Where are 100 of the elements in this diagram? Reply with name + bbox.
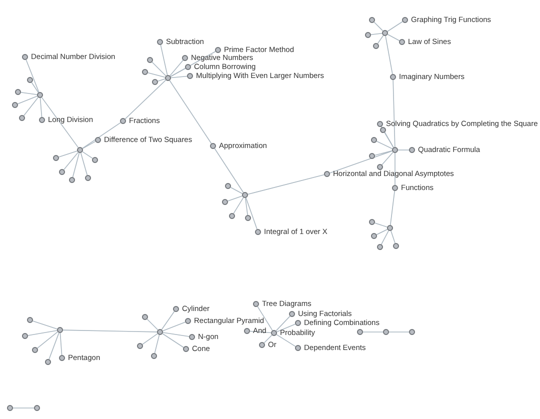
connector-line: [276, 324, 296, 332]
topic-node: [271, 328, 316, 338]
node-circle: [142, 69, 148, 75]
node-circle: [137, 343, 143, 349]
topic-node: [22, 52, 116, 62]
node-circle: [377, 164, 383, 170]
connector-line: [80, 152, 88, 176]
connector-line: [161, 311, 175, 330]
topic-node: [120, 116, 160, 126]
node-circle: [7, 405, 13, 411]
connector-line: [82, 141, 96, 149]
connector-line: [162, 332, 190, 337]
node-circle: [365, 32, 371, 38]
topic-node: [402, 15, 492, 25]
topic-node: [210, 141, 267, 151]
connector-line: [48, 332, 60, 360]
node-circle: [19, 115, 25, 121]
node-circle: [409, 329, 415, 335]
node-circle: [37, 92, 43, 98]
topic-node: [187, 71, 324, 81]
connector-line: [377, 35, 384, 44]
node-circle: [380, 127, 386, 133]
connector-line: [162, 322, 186, 332]
topic-node: [95, 135, 192, 145]
node-circle: [369, 153, 375, 159]
connector-line: [20, 92, 38, 95]
connector-line: [394, 152, 396, 186]
node-circle: [165, 75, 171, 81]
connector-line: [244, 198, 248, 216]
topic-node: [399, 37, 451, 47]
node-circle: [157, 329, 163, 335]
connector-line: [82, 122, 121, 149]
node-circle: [27, 317, 33, 323]
connector-line: [157, 78, 166, 82]
node-circle: [92, 157, 98, 163]
node-circle: [59, 169, 65, 175]
topic-node: [409, 145, 480, 155]
topic-node: [377, 119, 538, 129]
node-circle: [382, 30, 388, 36]
connector-line: [230, 187, 243, 194]
node-circle: [12, 102, 18, 108]
topic-node: [324, 169, 454, 179]
connector-line: [28, 330, 58, 336]
topic-node: [295, 318, 380, 328]
connector-line: [381, 126, 394, 148]
connector-line: [390, 230, 396, 244]
connector-line: [374, 150, 392, 156]
node-circle: [57, 327, 63, 333]
connector-line: [214, 148, 244, 193]
connector-line: [276, 316, 290, 332]
topic-node: [392, 183, 434, 193]
connector-line: [390, 190, 396, 226]
connector-line: [246, 197, 258, 230]
connector-line: [387, 34, 400, 41]
topic-node: [157, 37, 204, 47]
node-circle: [53, 155, 59, 161]
node-circle: [85, 175, 91, 181]
connector-line: [62, 330, 158, 332]
connector-line: [124, 80, 166, 120]
node-circle: [373, 43, 379, 49]
node-circle: [77, 147, 83, 153]
connector-line: [392, 80, 396, 148]
node-circle: [357, 329, 363, 335]
topic-node: [215, 45, 294, 55]
connector-line: [160, 44, 168, 76]
connector-line: [170, 68, 186, 77]
connector-line: [148, 72, 166, 78]
connector-line: [58, 150, 78, 158]
connector-line: [170, 76, 188, 78]
node-circle: [147, 57, 153, 63]
topic-node: [295, 343, 366, 353]
topic-node: [182, 53, 254, 63]
node-circle: [383, 329, 389, 335]
connector-line: [169, 80, 212, 144]
node-circle: [229, 213, 235, 219]
topic-node: [39, 115, 94, 125]
connector-line: [142, 333, 158, 345]
connector-line: [370, 32, 382, 36]
node-circle: [387, 225, 393, 231]
node-circle: [27, 77, 33, 83]
topic-node: [59, 353, 100, 363]
topic-node: [185, 316, 264, 326]
node-circle: [222, 199, 228, 205]
connector-line: [257, 306, 273, 331]
node-circle: [152, 79, 158, 85]
topic-node: [189, 332, 218, 342]
connector-line: [381, 230, 389, 245]
node-circle: [371, 233, 377, 239]
connector-line: [382, 152, 394, 166]
node-circle: [34, 405, 40, 411]
connector-line: [233, 197, 244, 214]
topic-node: [289, 309, 352, 319]
connector-line: [387, 21, 403, 32]
connector-line: [384, 132, 394, 148]
node-circle: [45, 359, 51, 365]
connector-line: [31, 82, 39, 93]
connector-line: [146, 318, 158, 330]
connector-line: [162, 333, 184, 348]
connector-line: [374, 22, 384, 32]
connector-line: [329, 150, 393, 174]
